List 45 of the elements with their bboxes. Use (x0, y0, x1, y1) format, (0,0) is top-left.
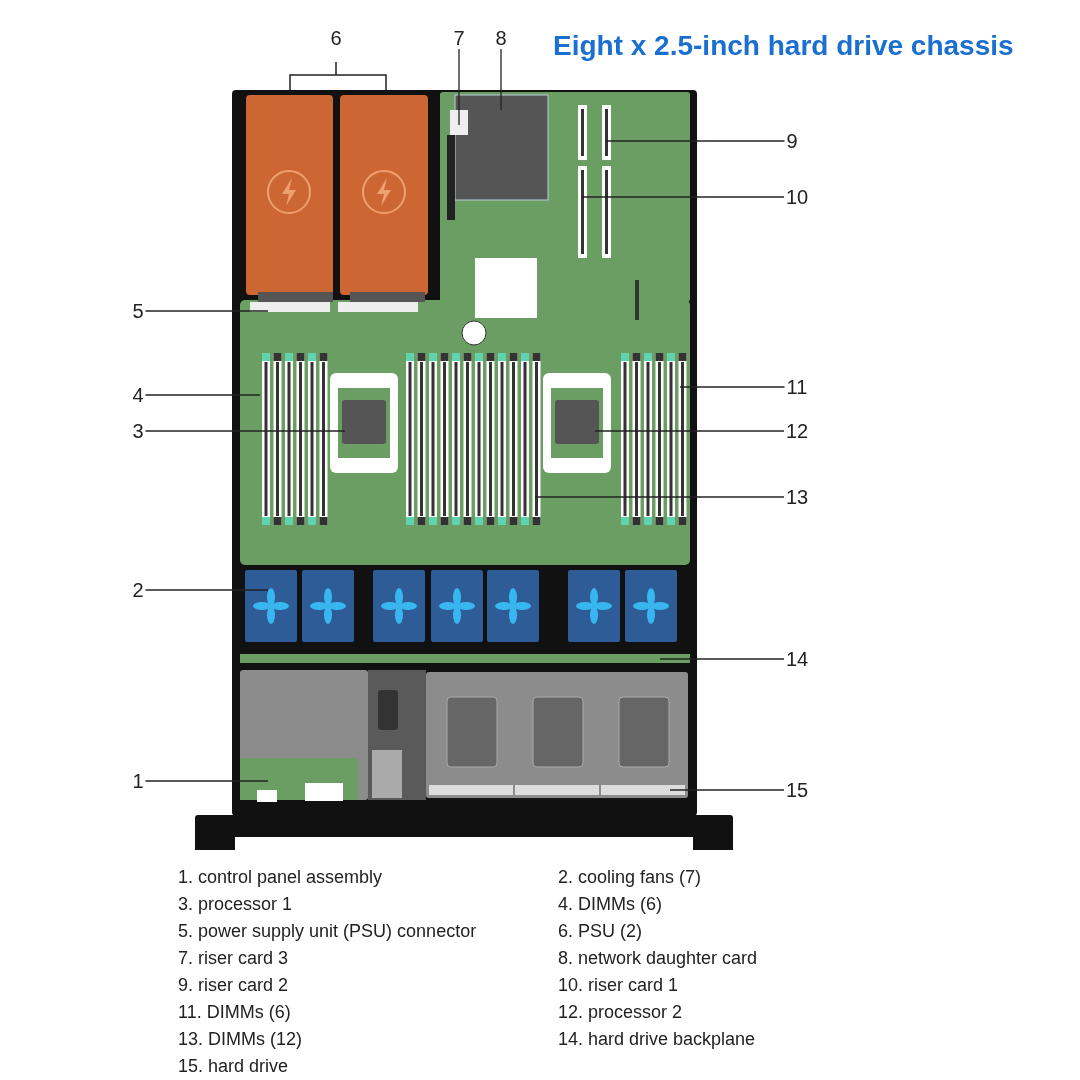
legend-item: 3. processor 1 (178, 893, 293, 915)
callout-number: 13 (786, 486, 809, 508)
leader-line (144, 780, 269, 782)
legend-item: 4. DIMMs (6) (558, 893, 662, 915)
leader-line (669, 789, 785, 791)
callout-number: 8 (495, 27, 507, 49)
leader-line (500, 48, 502, 111)
legend-item: 10. riser card 1 (558, 974, 679, 996)
legend-item: 15. hard drive (178, 1055, 289, 1077)
leader-line (679, 386, 786, 388)
title: Eight x 2.5-inch hard drive chassis (553, 30, 1014, 62)
callout-number: 1 (132, 770, 144, 792)
callout-number: 2 (132, 579, 144, 601)
legend-item: 1. control panel assembly (178, 866, 383, 888)
callout-number: 14 (786, 648, 809, 670)
leader-line (144, 589, 269, 591)
leader-line (659, 658, 785, 660)
leader-line (581, 196, 785, 198)
callout-number: 10 (786, 186, 809, 208)
callout-number: 6 (330, 27, 342, 49)
leader-line (144, 394, 261, 396)
legend-item: 12. processor 2 (558, 1001, 683, 1023)
legend-item: 9. riser card 2 (178, 974, 289, 996)
leader-line (534, 496, 785, 498)
leader-line (605, 140, 786, 142)
leader-line (144, 430, 346, 432)
leader-line (458, 48, 460, 126)
legend-item: 6. PSU (2) (558, 920, 643, 942)
legend-item: 14. hard drive backplane (558, 1028, 756, 1050)
callout-number: 9 (786, 130, 798, 152)
legend-item: 5. power supply unit (PSU) connector (178, 920, 477, 942)
legend-item: 8. network daughter card (558, 947, 758, 969)
legend-item: 2. cooling fans (7) (558, 866, 702, 888)
leader-line (594, 430, 785, 432)
legend-item: 13. DIMMs (12) (178, 1028, 303, 1050)
callout-number: 11 (786, 376, 808, 398)
callout-number: 7 (453, 27, 465, 49)
leader-line (144, 310, 269, 312)
legend-item: 7. riser card 3 (178, 947, 289, 969)
callout-number: 3 (132, 420, 144, 442)
callout-number: 5 (132, 300, 144, 322)
callout-number: 12 (786, 420, 809, 442)
callout-number: 4 (132, 384, 144, 406)
callout-number: 15 (786, 779, 809, 801)
legend-item: 11. DIMMs (6) (178, 1001, 291, 1023)
